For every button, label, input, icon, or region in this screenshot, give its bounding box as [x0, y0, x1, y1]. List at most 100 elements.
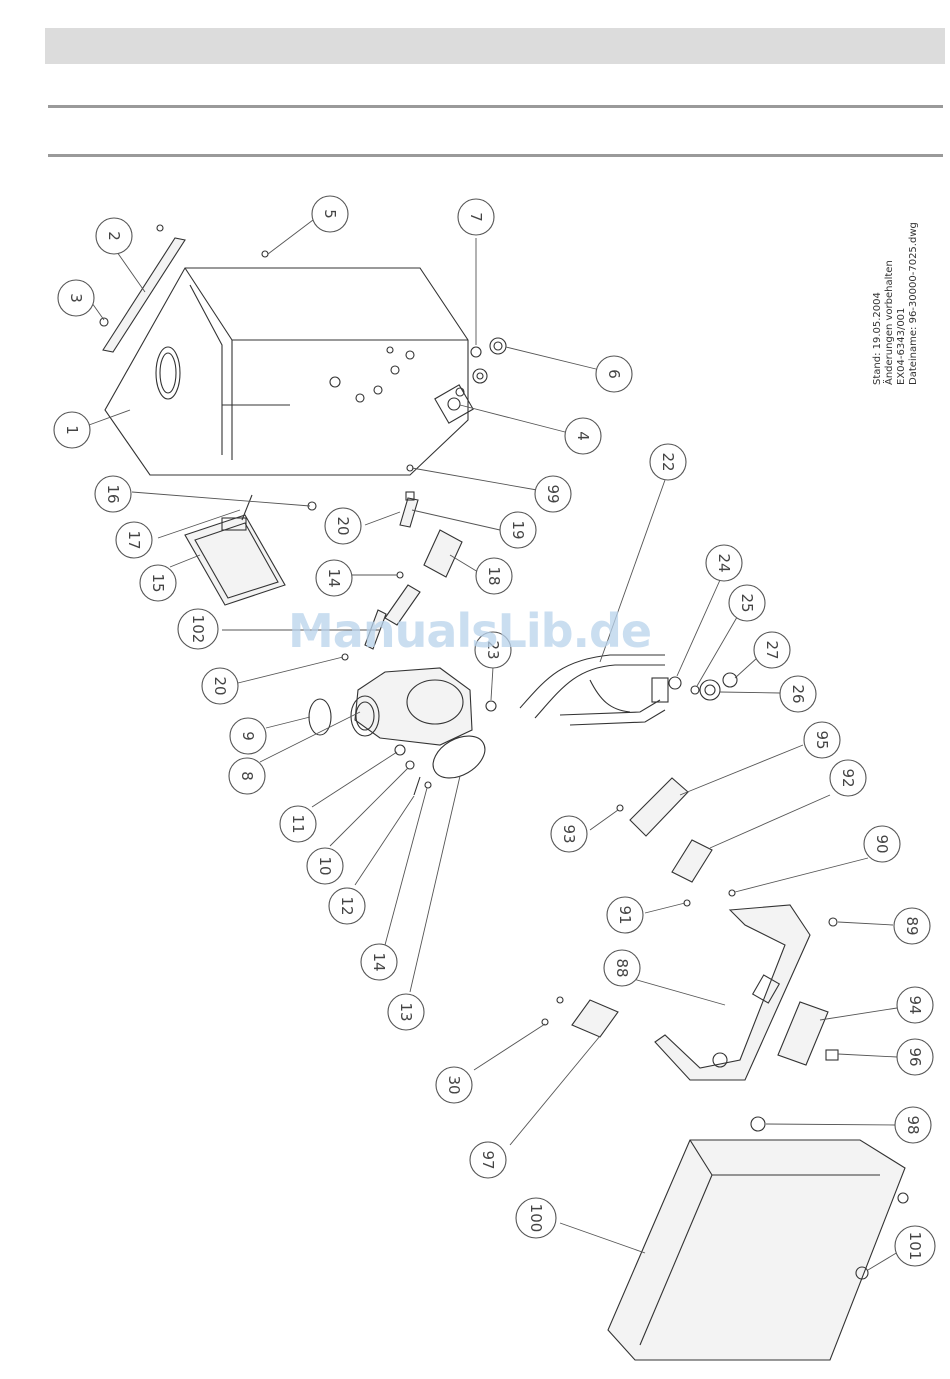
callout-label: 93 [560, 824, 578, 843]
callout-95: 95 [804, 722, 840, 758]
part-screw-14-a [397, 572, 403, 578]
callout-27: 27 [754, 632, 790, 668]
callout-24: 24 [706, 545, 742, 581]
leader-96 [838, 1054, 897, 1057]
part-transformer-97 [542, 997, 618, 1037]
callout-label: 94 [906, 995, 924, 1014]
callout-90: 90 [864, 826, 900, 862]
part-screw-90 [729, 890, 735, 896]
callout-7: 7 [458, 199, 494, 235]
callout-label: 18 [485, 566, 503, 585]
part-fitting-23 [486, 701, 496, 711]
callout-91: 91 [607, 897, 643, 933]
part-panel-94 [778, 1002, 828, 1065]
callout-14-b: 14 [361, 944, 397, 980]
part-burner-housing-8 [351, 668, 472, 745]
leader-89 [838, 922, 893, 925]
callout-label: 92 [839, 768, 857, 787]
callout-label: 1 [63, 425, 81, 435]
leader-23 [491, 667, 493, 700]
callout-26: 26 [780, 676, 816, 712]
callout-10: 10 [307, 848, 343, 884]
part-connector-27 [723, 673, 737, 687]
callout-label: 95 [813, 730, 831, 749]
leader-88 [630, 978, 725, 1005]
part-screw-14-b [425, 782, 431, 788]
callout-label: 26 [789, 684, 807, 703]
part-heat-exchanger-22 [520, 655, 668, 725]
part-seal-25 [691, 686, 699, 694]
part-board-92 [672, 840, 712, 882]
callout-97: 97 [470, 1142, 506, 1178]
stamp-filename: Dateiname: 96-30000-7025.dwg [908, 222, 919, 385]
leader-100 [560, 1223, 645, 1253]
callout-label: 100 [527, 1204, 545, 1233]
leader-26 [720, 692, 780, 693]
callout-label: 27 [763, 640, 781, 659]
revision-stamp: Stand: 19.05.2004 Änderungen vorbehalten… [872, 222, 919, 385]
leader-24 [677, 580, 720, 676]
leader-2 [117, 252, 145, 292]
stamp-date: Stand: 19.05.2004 [872, 292, 883, 385]
leader-5 [268, 220, 313, 254]
callout-label: 89 [903, 916, 921, 935]
part-nut-7 [471, 347, 481, 357]
callout-label: 14 [325, 568, 343, 587]
leader-8 [260, 712, 360, 762]
callout-16: 16 [95, 476, 131, 512]
leader-25 [697, 612, 740, 686]
callout-25: 25 [729, 585, 765, 621]
callout-label: 7 [467, 212, 485, 222]
callout-14-a: 14 [316, 560, 352, 596]
leader-3 [92, 303, 104, 320]
stamp-doc-number: EX04-6343/001 [896, 308, 907, 385]
callout-3: 3 [58, 280, 94, 316]
part-bolt-17 [242, 495, 252, 520]
leader-14-b [385, 788, 427, 945]
leader-11 [312, 752, 397, 807]
callout-label: 22 [659, 452, 677, 471]
callout-88: 88 [604, 950, 640, 986]
callout-102: 102 [178, 609, 218, 649]
part-fittings-4 [435, 385, 473, 423]
leader-94 [820, 1008, 897, 1020]
callout-9: 9 [230, 718, 266, 754]
callout-15: 15 [140, 565, 176, 601]
part-nut-89 [829, 918, 837, 926]
callout-89: 89 [894, 908, 930, 944]
callout-label: 12 [338, 896, 356, 915]
part-plate-18 [424, 530, 462, 577]
leader-101 [868, 1252, 898, 1270]
leader-98 [766, 1124, 895, 1125]
callout-93: 93 [551, 816, 587, 852]
callout-label: 96 [906, 1047, 924, 1066]
leader-91 [645, 903, 685, 913]
callout-20-a: 20 [325, 508, 361, 544]
callout-label: 11 [289, 814, 307, 833]
part-screw-5 [262, 251, 268, 257]
part-seal-24 [669, 677, 681, 689]
stamp-notice: Änderungen vorbehalten [882, 260, 895, 385]
callout-label: 20 [334, 516, 352, 535]
leader-93 [590, 810, 618, 830]
callout-label: 99 [544, 484, 562, 503]
callout-13: 13 [388, 994, 424, 1030]
leader-12 [355, 796, 414, 885]
part-switch-96 [826, 1050, 838, 1060]
callout-label: 88 [613, 958, 631, 977]
part-nut-10 [406, 761, 414, 769]
leader-30 [474, 1024, 545, 1070]
part-control-box-15 [185, 515, 285, 605]
leader-95 [680, 745, 803, 795]
part-seal-ring-9 [309, 699, 331, 735]
part-housing-box [105, 268, 468, 475]
leader-10 [330, 768, 408, 846]
leader-18 [450, 555, 478, 572]
leader-20-a [365, 512, 400, 525]
leader-15 [170, 555, 200, 567]
leader-20-b [238, 657, 343, 683]
callout-label: 102 [189, 615, 207, 644]
leader-90 [735, 858, 868, 892]
callout-label: 98 [904, 1115, 922, 1134]
callout-6: 6 [596, 356, 632, 392]
